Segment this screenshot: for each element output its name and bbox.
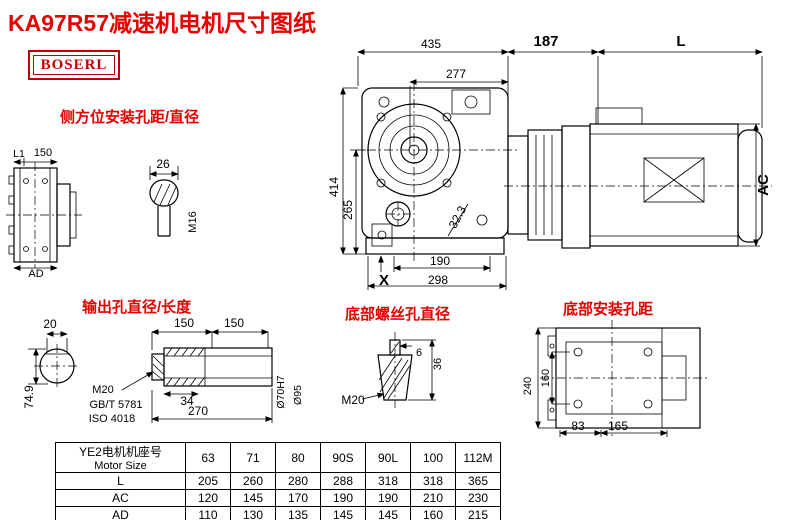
dim-gb-standard: GB/T 5781 [90, 399, 143, 411]
dim-iso-standard: ISO 4018 [89, 413, 135, 425]
dim-M16: M16 [187, 211, 199, 232]
dim-bore: Ø70H7 [275, 375, 287, 408]
table-cell: 71 [230, 442, 276, 473]
table-cell: 160 [410, 506, 456, 520]
table-row: AD 110 130 135 145 145 160 215 [55, 506, 501, 520]
table-cell: 63 [185, 442, 231, 473]
table-cell: 100 [410, 442, 456, 473]
table-row: AC 120 145 170 190 190 210 230 [55, 489, 501, 507]
dim-277: 277 [446, 67, 466, 81]
side-flange-view [6, 162, 82, 268]
dim-435: 435 [421, 37, 441, 51]
dim-L1: L1 [13, 148, 25, 160]
output-shaft-view [34, 344, 273, 390]
dim-74-9: 74.9 [22, 385, 36, 409]
table-header-cn: YE2电机机座号 [79, 445, 162, 459]
dim-160: 160 [540, 369, 552, 387]
table-cell: 280 [275, 472, 321, 490]
table-header-cell: YE2电机机座号 Motor Size [55, 442, 186, 473]
dim-414: 414 [327, 177, 341, 197]
table-cell: 365 [455, 472, 501, 490]
dim-20: 20 [43, 317, 57, 331]
dim-flange-150: 150 [34, 147, 52, 159]
table-cell: 145 [365, 506, 411, 520]
dimension-lines [13, 49, 763, 437]
row-label: AC [55, 489, 186, 507]
row-label: AD [55, 506, 186, 520]
table-cell: 170 [275, 489, 321, 507]
table-cell: 130 [230, 506, 276, 520]
table-cell: 230 [455, 489, 501, 507]
annotation-bottom-mount: 底部安装孔距 [563, 301, 654, 318]
dim-83: 83 [571, 419, 585, 433]
table-header-row: YE2电机机座号 Motor Size 63 71 80 90S 90L 100… [55, 442, 501, 473]
table-cell: 80 [275, 442, 321, 473]
row-label: L [55, 472, 186, 490]
dim-L: L [676, 33, 685, 50]
table-cell: 120 [185, 489, 231, 507]
dim-190: 190 [430, 254, 450, 268]
page-title: KA97R57减速机电机尺寸图纸 [8, 10, 316, 36]
table-cell: 190 [365, 489, 411, 507]
table-row: L 205 260 280 288 318 318 365 [55, 472, 501, 490]
dim-34: 34 [180, 394, 194, 408]
dim-150-b: 150 [224, 316, 244, 330]
table-cell: 205 [185, 472, 231, 490]
table-cell: 90L [365, 442, 411, 473]
dim-6: 6 [416, 347, 422, 359]
table-cell: 145 [320, 506, 366, 520]
dim-270: 270 [188, 404, 208, 418]
dim-AD: AD [28, 268, 43, 280]
dim-M20-screw: M20 [341, 393, 365, 407]
dim-165: 165 [608, 419, 628, 433]
dim-265: 265 [341, 200, 355, 220]
table-cell: 318 [410, 472, 456, 490]
table-cell: 190 [320, 489, 366, 507]
dim-od: Ø95 [292, 385, 304, 405]
table-cell: 260 [230, 472, 276, 490]
annotation-output-hole: 输出孔直径/长度 [82, 299, 192, 316]
dim-298: 298 [428, 273, 448, 287]
dim-240: 240 [522, 377, 534, 395]
table-cell: 210 [410, 489, 456, 507]
key-detail-view [149, 179, 179, 237]
gearbox-front-view [350, 82, 520, 262]
table-cell: 110 [185, 506, 231, 520]
dim-150-a: 150 [174, 316, 194, 330]
table-cell: 112M [455, 442, 501, 473]
table-cell: 215 [455, 506, 501, 520]
motor-size-table: YE2电机机座号 Motor Size 63 71 80 90S 90L 100… [55, 442, 501, 520]
table-cell: 318 [365, 472, 411, 490]
motor-side-view [504, 107, 772, 249]
table-cell: 288 [320, 472, 366, 490]
brand-logo: BOSERL [28, 50, 120, 80]
dim-M20-shaft: M20 [92, 384, 113, 396]
dim-X: X [379, 272, 389, 289]
table-cell: 145 [230, 489, 276, 507]
table-cell: 90S [320, 442, 366, 473]
annotation-bottom-screw: 底部螺丝孔直径 [345, 306, 451, 323]
table-cell: 135 [275, 506, 321, 520]
dim-AC: AC [755, 174, 772, 196]
annotation-side-mount: 侧方位安装孔距/直径 [60, 109, 200, 126]
bottom-screw-view [377, 332, 413, 408]
table-header-en: Motor Size [94, 460, 147, 472]
dim-187: 187 [533, 33, 558, 50]
dimension-labels: 435 187 L 277 414 265 32.3 190 298 X AC … [13, 33, 772, 433]
dim-26: 26 [156, 157, 170, 171]
dim-36: 36 [432, 358, 444, 370]
